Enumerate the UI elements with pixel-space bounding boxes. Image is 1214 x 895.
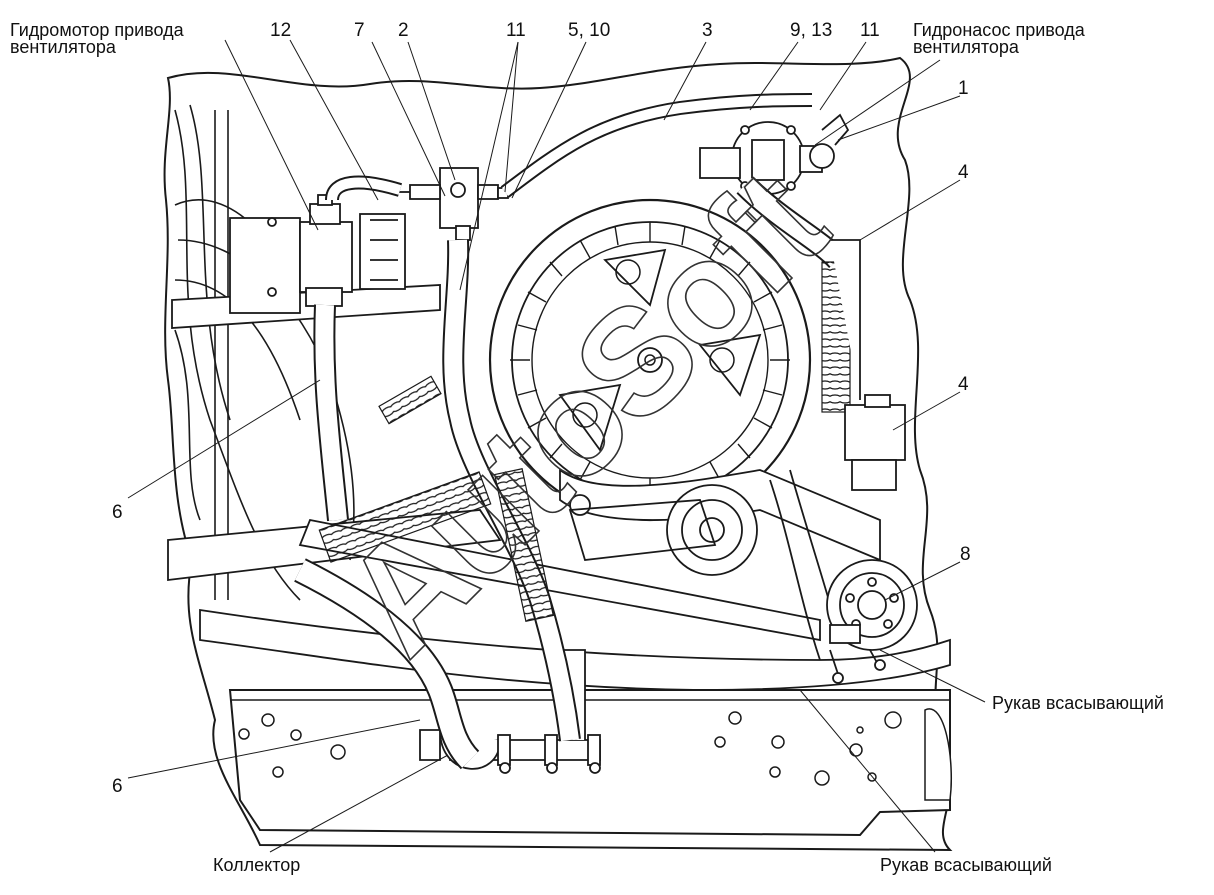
fan-drive-housing [488, 198, 812, 522]
leader-lines [127, 39, 986, 853]
callout-4-upper: 4 [958, 162, 969, 183]
callout-6-upper: 6 [112, 502, 123, 523]
callout-9-13: 9, 13 [790, 20, 833, 41]
hydraulic-hoses [294, 93, 847, 770]
callout-5-10: 5, 10 [568, 20, 611, 41]
callout-3: 3 [702, 20, 713, 41]
label-hydromotor: Гидромотор привода вентилятора [10, 20, 225, 57]
label-suction-hose-right: Рукав всасывающий [992, 693, 1164, 713]
callout-7: 7 [354, 20, 365, 41]
callout-11-top: 11 [506, 20, 526, 41]
callout-2: 2 [398, 20, 409, 41]
label-hydropump: Гидронасос привода вентилятора [913, 20, 1128, 57]
callout-4-lower: 4 [958, 374, 969, 395]
callout-8: 8 [960, 544, 971, 565]
corrugated-hoses [318, 261, 851, 622]
crank-pulley [826, 559, 918, 684]
right-bracket [830, 239, 906, 491]
label-hydropump-text: Гидронасос привода вентилятора [913, 20, 1085, 57]
hydropump-unit [699, 113, 850, 195]
callout-11-right: 11 [860, 20, 880, 41]
callout-6-lower: 6 [112, 776, 123, 797]
distribution-block [395, 167, 509, 241]
hydromotor-unit [229, 194, 406, 314]
label-suction-hose-bottom: Рукав всасывающий [880, 855, 1052, 875]
callout-1: 1 [958, 78, 969, 99]
callout-12: 12 [270, 20, 292, 41]
label-hydromotor-text: Гидромотор привода вентилятора [10, 20, 184, 57]
label-collector: Коллектор [213, 855, 301, 875]
